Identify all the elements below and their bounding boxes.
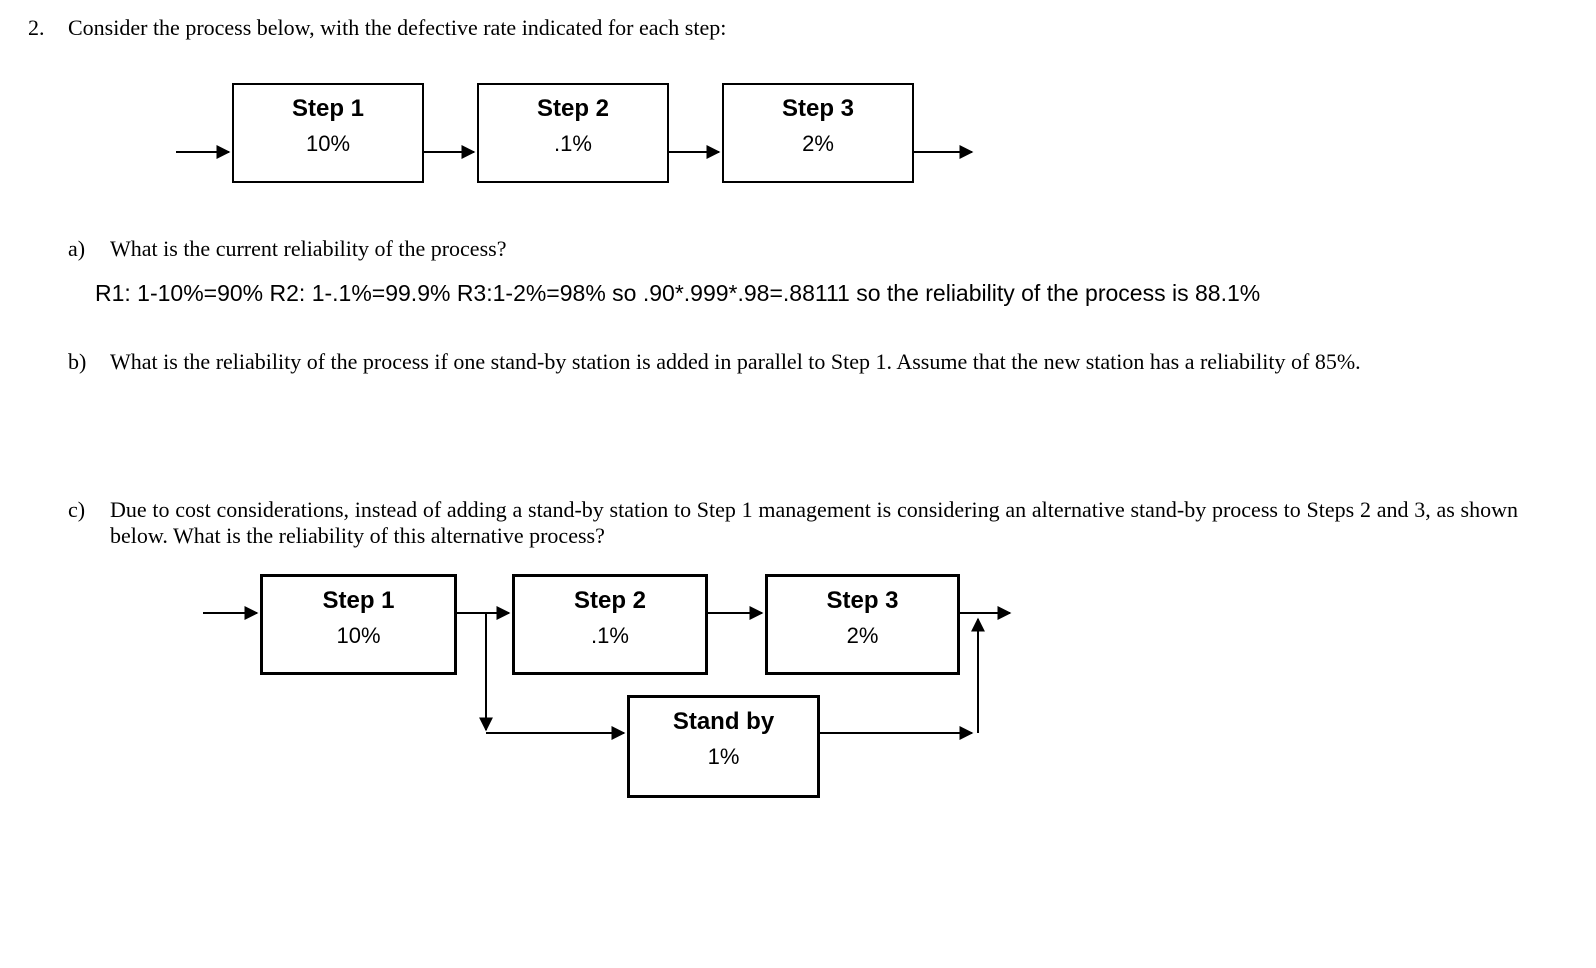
- step1-title: Step 1: [291, 95, 365, 122]
- problem-number: 2.: [28, 15, 45, 40]
- alt-process-box-step2: Step 2 .1%: [512, 574, 708, 675]
- part-c-question: Due to cost considerations, instead of a…: [110, 497, 1518, 548]
- step3-title: Step 3: [781, 95, 855, 122]
- alt-process-box-step3: Step 3 2%: [765, 574, 960, 675]
- part-a-answer: R1: 1-10%=90% R2: 1-.1%=99.9% R3:1-2%=98…: [95, 280, 1261, 306]
- part-b-label: b): [68, 349, 87, 374]
- step2-title: Step 2: [536, 95, 610, 122]
- alt-process-box-standby: Stand by 1%: [627, 695, 820, 798]
- process-box-step1: Step 1 10%: [232, 83, 424, 183]
- alt-step1-title: Step 1: [322, 587, 395, 614]
- part-a-question: What is the current reliability of the p…: [110, 236, 507, 261]
- part-b-question: What is the reliability of the process i…: [110, 349, 1361, 374]
- standby-defective-rate: 1%: [707, 744, 740, 769]
- part-a-label: a): [68, 236, 86, 261]
- alternative-flow-diagram-arrows: [203, 606, 1012, 740]
- process-box-step3: Step 3 2%: [722, 83, 914, 183]
- step2-defective-rate: .1%: [554, 131, 592, 156]
- problem-prompt: Consider the process below, with the def…: [68, 15, 727, 40]
- standby-title: Stand by: [672, 708, 775, 735]
- step3-defective-rate: 2%: [802, 131, 834, 156]
- alt-step2-defective-rate: .1%: [591, 623, 629, 648]
- alt-step3-title: Step 3: [826, 587, 899, 614]
- alt-step1-defective-rate: 10%: [336, 623, 381, 648]
- alt-step3-defective-rate: 2%: [846, 623, 879, 648]
- step1-defective-rate: 10%: [305, 131, 351, 156]
- alt-step2-title: Step 2: [573, 587, 647, 614]
- process-flow-diagram-arrows: [176, 145, 974, 159]
- alt-process-box-step1: Step 1 10%: [260, 574, 457, 675]
- process-box-step2: Step 2 .1%: [477, 83, 669, 183]
- part-c-label: c): [68, 497, 86, 522]
